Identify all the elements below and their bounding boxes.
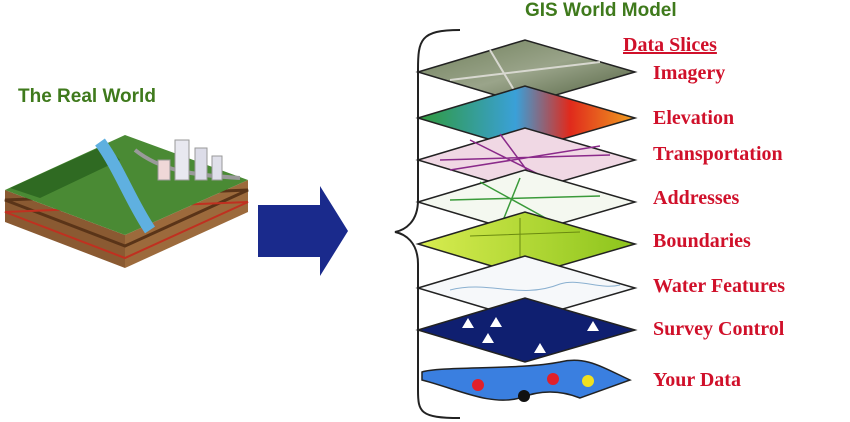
layer-label-imagery: Imagery bbox=[653, 62, 726, 84]
layer-label-water-features: Water Features bbox=[653, 275, 786, 297]
data-point-red-icon bbox=[547, 373, 559, 385]
layer-label-elevation: Elevation bbox=[653, 107, 735, 129]
data-point-black-icon bbox=[518, 390, 530, 402]
layer-label-transportation: Transportation bbox=[653, 143, 783, 165]
layer-survey-control-plate bbox=[415, 297, 638, 363]
data-slices-heading: Data Slices bbox=[623, 34, 717, 56]
gis-model-title: GIS World Model bbox=[525, 0, 677, 21]
layer-label-addresses: Addresses bbox=[653, 187, 740, 209]
real-world-terrain-illustration bbox=[4, 135, 249, 268]
layer-label-your-data: Your Data bbox=[653, 369, 741, 391]
curly-brace-icon bbox=[394, 29, 461, 419]
survey-point-icon bbox=[462, 317, 599, 353]
real-world-title: The Real World bbox=[18, 86, 156, 107]
layer-label-survey-control: Survey Control bbox=[653, 318, 785, 340]
layer-your-data-plate bbox=[421, 359, 632, 401]
right-arrow-icon bbox=[258, 186, 348, 276]
data-point-red-icon bbox=[472, 379, 484, 391]
layer-boundaries-plate bbox=[415, 211, 638, 277]
layer-label-boundaries: Boundaries bbox=[653, 230, 751, 252]
data-point-yellow-icon bbox=[582, 375, 594, 387]
